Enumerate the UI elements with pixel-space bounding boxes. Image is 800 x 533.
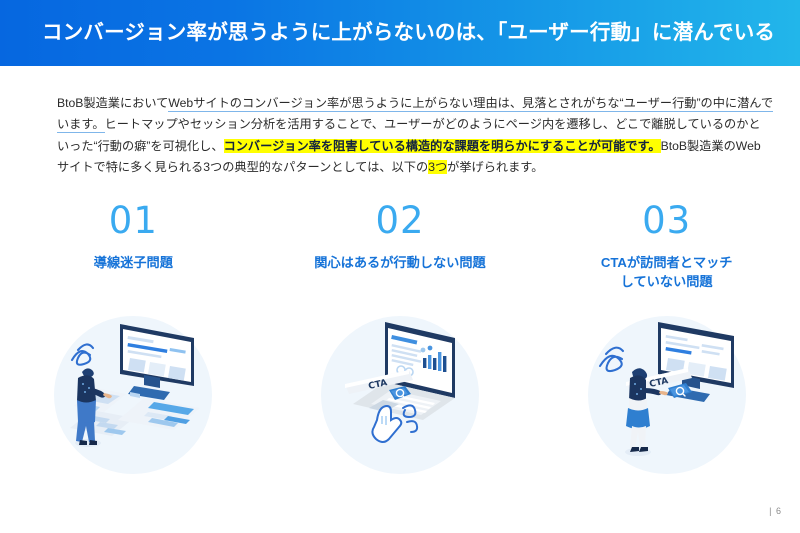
line3-pre-text: いった“行動の癖”を可視化し、: [57, 138, 224, 153]
header-band: コンバージョン率が思うように上がらないのは、「ユーザー行動」に潜んでいる: [0, 0, 800, 66]
person-monitor-confused-illustration: [70, 324, 201, 447]
illustration-cell-02: CTA: [267, 316, 534, 474]
line4-pre-text: サイトで特に多く見られる3つの典型的なパターンとしては、以下の: [57, 160, 429, 175]
paragraph-line-4: サイトで特に多く見られる3つの典型的なパターンとしては、以下の3つが挙げられます…: [57, 157, 747, 178]
page-number: | 6: [769, 506, 782, 516]
line3-post-text: BtoB製造業のWeb: [660, 138, 761, 153]
pattern-number-01: 01: [108, 199, 158, 242]
illustration-disc-01: [54, 316, 213, 474]
illustration-cell-01: [0, 316, 267, 474]
pattern-column-01: 01 導線迷子問題: [0, 200, 267, 291]
line1-plain-text: BtoB製造業において: [57, 96, 169, 110]
highlighted-count: 3つ: [428, 160, 448, 175]
paragraph-line-2: います。ヒートマップやセッション分析を活用することで、ユーザーがどのようにページ…: [57, 114, 761, 135]
illustration-row: CTA: [0, 316, 800, 474]
highlighted-key-sentence: コンバージョン率を阻害している構造的な課題を明らかにすることが可能です。: [223, 138, 661, 153]
line1-underlined-text: Webサイトのコンバージョン率が思うように上がらない理由は、見落とされがちな“ユ…: [168, 96, 774, 112]
pattern-number-03: 03: [642, 199, 692, 242]
pattern-column-02: 02 関心はあるが行動しない問題: [267, 200, 534, 291]
svg-text:CTA: CTA: [648, 376, 669, 390]
pattern-columns: 01 導線迷子問題 02 関心はあるが行動しない問題 03 CTAが訪問者とマッ…: [0, 200, 800, 291]
paragraph-line-1: BtoB製造業においてWebサイトのコンバージョン率が思うように上がらない理由は…: [57, 93, 774, 114]
pattern-label-03: CTAが訪問者とマッチ していない問題: [600, 255, 733, 289]
paragraph-line-3: いった“行動の癖”を可視化し、コンバージョン率を阻害している構造的な課題を明らか…: [57, 136, 761, 157]
pattern-label-01: 導線迷子問題: [93, 255, 173, 270]
page-title: コンバージョン率が思うように上がらないのは、「ユーザー行動」に潜んでいる: [42, 21, 776, 44]
illustration-disc-02: CTA: [320, 316, 479, 474]
illustration-disc-03: CTA: [587, 316, 746, 474]
line2-underlined-text: います。: [57, 117, 105, 134]
pattern-column-03: 03 CTAが訪問者とマッチ していない問題: [533, 200, 800, 291]
line2-plain-text: ヒートマップやセッション分析を活用することで、ユーザーがどのようにページ内を遷移…: [104, 117, 761, 132]
laptop-cta-cursor-illustration: CTA: [344, 322, 455, 443]
line4-post-text: が挙げられます。: [447, 160, 544, 175]
pattern-label-02: 関心はあるが行動しない問題: [314, 255, 486, 270]
intro-paragraph: BtoB製造業においてWebサイトのコンバージョン率が思うように上がらない理由は…: [57, 93, 774, 179]
pattern-number-02: 02: [375, 199, 425, 242]
illustration-cell-03: CTA: [533, 316, 800, 474]
svg-text:CTA: CTA: [368, 378, 389, 392]
person-cta-monitor-illustration: CTA: [598, 322, 734, 456]
